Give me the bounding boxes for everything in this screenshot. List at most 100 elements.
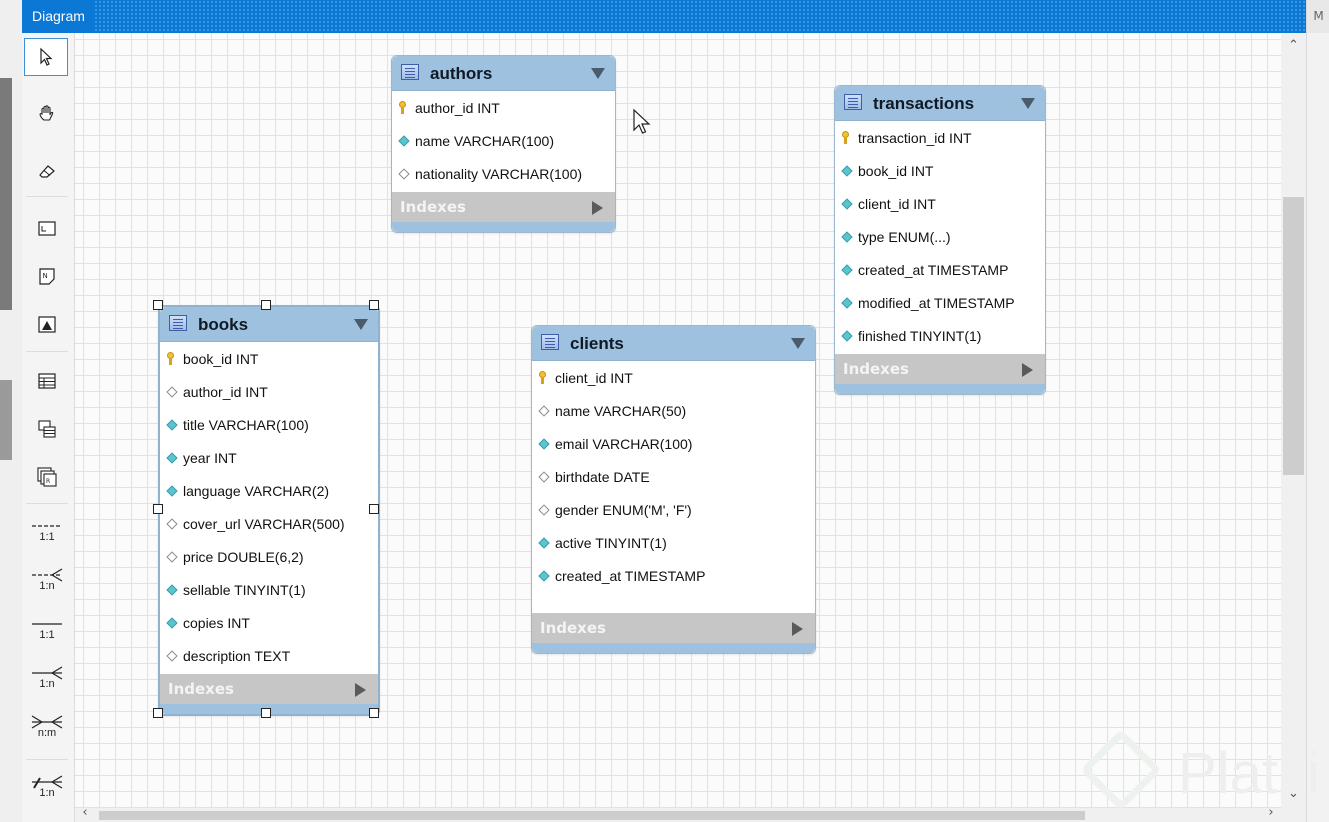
scroll-up-arrow-icon[interactable]: ⌃ bbox=[1288, 38, 1299, 53]
one-to-many-solid-icon bbox=[32, 666, 63, 680]
relationship-1-1-identifying-button[interactable]: 1:1 bbox=[25, 611, 69, 647]
relationship-n-m-button[interactable]: n:m bbox=[25, 709, 69, 745]
collapse-arrow-icon[interactable] bbox=[591, 68, 605, 79]
column-text: book_id INT bbox=[858, 163, 934, 179]
view-tool-button[interactable] bbox=[25, 411, 69, 447]
column-row[interactable]: nationality VARCHAR(100) bbox=[392, 159, 615, 192]
resize-handle-bottom-left[interactable] bbox=[153, 708, 163, 718]
table-icon bbox=[169, 315, 187, 331]
resize-handle-top[interactable] bbox=[261, 300, 271, 310]
resize-handle-right[interactable] bbox=[369, 504, 379, 514]
column-text: book_id INT bbox=[183, 351, 259, 367]
column-row[interactable]: name VARCHAR(100) bbox=[392, 126, 615, 159]
collapse-arrow-icon[interactable] bbox=[791, 338, 805, 349]
diagram-title: Diagram bbox=[22, 0, 95, 33]
column-row[interactable]: birthdate DATE bbox=[532, 462, 815, 495]
table-clients[interactable]: clients client_id INT name VARCHAR(50) e… bbox=[531, 325, 816, 654]
right-panel-title[interactable]: M bbox=[1307, 0, 1329, 33]
indexes-label: Indexes bbox=[843, 360, 909, 378]
resize-handle-top-left[interactable] bbox=[153, 300, 163, 310]
layer-tool-button[interactable] bbox=[25, 210, 69, 246]
expand-arrow-icon[interactable] bbox=[592, 201, 603, 215]
scroll-left-arrow-icon[interactable]: ‹ bbox=[82, 805, 88, 820]
not-null-column-icon bbox=[166, 617, 178, 629]
column-row[interactable]: sellable TINYINT(1) bbox=[160, 575, 378, 608]
horizontal-scroll-thumb[interactable] bbox=[99, 811, 1085, 820]
column-row[interactable]: author_id INT bbox=[392, 93, 615, 126]
indexes-section[interactable]: Indexes bbox=[532, 613, 815, 643]
table-header[interactable]: transactions bbox=[835, 86, 1045, 121]
resize-handle-bottom-right[interactable] bbox=[369, 708, 379, 718]
column-row[interactable]: copies INT bbox=[160, 608, 378, 641]
column-text: type ENUM(...) bbox=[858, 229, 951, 245]
table-header[interactable]: clients bbox=[532, 326, 815, 361]
table-header[interactable]: authors bbox=[392, 56, 615, 91]
scroll-down-arrow-icon[interactable]: ⌄ bbox=[1288, 786, 1299, 801]
routine-group-tool-button[interactable]: R bbox=[25, 459, 69, 495]
resize-handle-left[interactable] bbox=[153, 504, 163, 514]
column-row[interactable]: email VARCHAR(100) bbox=[532, 429, 815, 462]
hand-tool-button[interactable] bbox=[25, 95, 69, 131]
column-row[interactable]: type ENUM(...) bbox=[835, 222, 1045, 255]
column-row[interactable]: transaction_id INT bbox=[835, 123, 1045, 156]
table-authors[interactable]: authors author_id INT name VARCHAR(100) … bbox=[391, 55, 616, 233]
column-row[interactable]: gender ENUM('M', 'F') bbox=[532, 495, 815, 528]
image-tool-button[interactable] bbox=[25, 306, 69, 342]
column-row[interactable]: price DOUBLE(6,2) bbox=[160, 542, 378, 575]
column-row[interactable]: finished TINYINT(1) bbox=[835, 321, 1045, 354]
table-transactions[interactable]: transactions transaction_id INT book_id … bbox=[834, 85, 1046, 395]
scroll-right-arrow-icon[interactable]: › bbox=[1268, 805, 1274, 820]
indexes-section[interactable]: Indexes bbox=[835, 354, 1045, 384]
indexes-section[interactable]: Indexes bbox=[392, 192, 615, 222]
column-row[interactable]: author_id INT bbox=[160, 377, 378, 410]
expand-arrow-icon[interactable] bbox=[792, 622, 803, 636]
select-tool-button[interactable] bbox=[24, 38, 68, 76]
left-panel-scroll-thumb[interactable] bbox=[0, 78, 12, 310]
vertical-scroll-thumb[interactable] bbox=[1283, 197, 1304, 475]
column-row[interactable]: year INT bbox=[160, 443, 378, 476]
eraser-tool-button[interactable] bbox=[25, 153, 69, 189]
relationship-1-n-existing-columns-button[interactable]: 1:n bbox=[25, 769, 69, 805]
expand-arrow-icon[interactable] bbox=[1022, 363, 1033, 377]
horizontal-scrollbar[interactable]: ‹ › bbox=[75, 805, 1281, 822]
relationship-1-n-non-identifying-button[interactable]: 1:n bbox=[25, 562, 69, 598]
column-row[interactable]: description TEXT bbox=[160, 641, 378, 674]
column-row[interactable]: language VARCHAR(2) bbox=[160, 476, 378, 509]
column-row[interactable]: active TINYINT(1) bbox=[532, 528, 815, 561]
column-text: description TEXT bbox=[183, 648, 291, 664]
resize-handle-bottom[interactable] bbox=[261, 708, 271, 718]
column-row[interactable]: book_id INT bbox=[835, 156, 1045, 189]
one-to-one-dashed-icon bbox=[32, 525, 62, 527]
table-tool-button[interactable] bbox=[25, 363, 69, 399]
diagram-canvas[interactable]: authors author_id INT name VARCHAR(100) … bbox=[75, 33, 1281, 808]
note-tool-button[interactable]: N bbox=[25, 258, 69, 294]
table-footer bbox=[532, 643, 815, 653]
column-row[interactable]: name VARCHAR(50) bbox=[532, 396, 815, 429]
column-row[interactable]: client_id INT bbox=[532, 363, 815, 396]
resize-handle-top-right[interactable] bbox=[369, 300, 379, 310]
column-row[interactable]: modified_at TIMESTAMP bbox=[835, 288, 1045, 321]
column-row[interactable]: created_at TIMESTAMP bbox=[532, 561, 815, 594]
table-books[interactable]: books book_id INT author_id INT title VA… bbox=[158, 305, 380, 716]
not-null-column-icon bbox=[538, 438, 550, 450]
column-text: active TINYINT(1) bbox=[555, 535, 667, 551]
relationship-label: 1:1 bbox=[39, 629, 55, 641]
column-row[interactable]: title VARCHAR(100) bbox=[160, 410, 378, 443]
vertical-scrollbar[interactable]: ⌃ ⌄ bbox=[1281, 33, 1306, 808]
column-row[interactable]: cover_url VARCHAR(500) bbox=[160, 509, 378, 542]
expand-arrow-icon[interactable] bbox=[355, 683, 366, 697]
relationship-1-1-non-identifying-button[interactable]: 1:1 bbox=[25, 513, 69, 549]
relationship-1-n-identifying-button[interactable]: 1:n bbox=[25, 660, 69, 696]
diagram-title-bar: Diagram bbox=[22, 0, 1306, 33]
table-footer bbox=[392, 222, 615, 232]
not-null-column-icon bbox=[166, 485, 178, 497]
collapse-arrow-icon[interactable] bbox=[1021, 98, 1035, 109]
column-text: author_id INT bbox=[415, 100, 500, 116]
column-row[interactable]: created_at TIMESTAMP bbox=[835, 255, 1045, 288]
nullable-column-icon bbox=[398, 168, 410, 180]
indexes-section[interactable]: Indexes bbox=[160, 674, 378, 704]
collapse-arrow-icon[interactable] bbox=[354, 319, 368, 330]
table-header[interactable]: books bbox=[160, 307, 378, 342]
column-row[interactable]: book_id INT bbox=[160, 344, 378, 377]
column-row[interactable]: client_id INT bbox=[835, 189, 1045, 222]
